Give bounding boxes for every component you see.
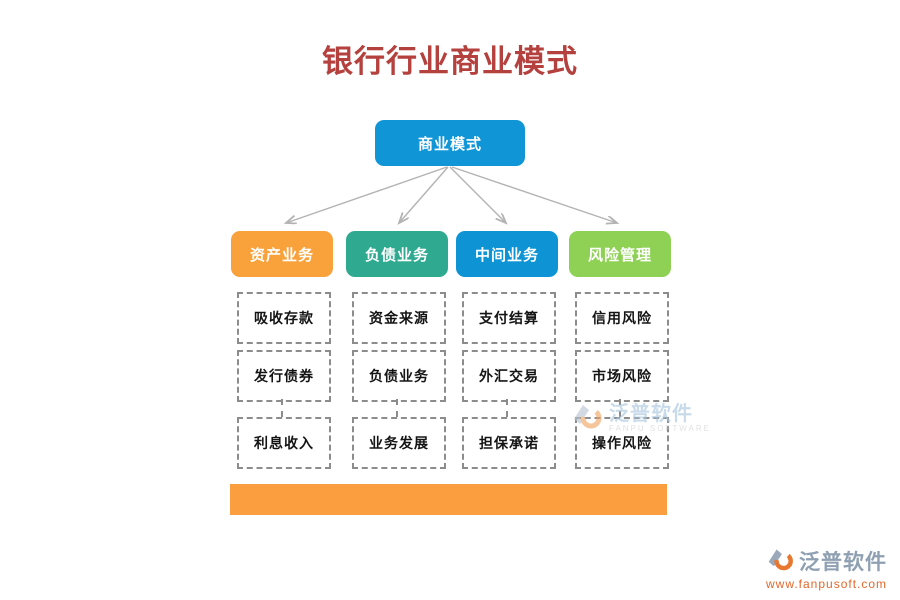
leaf-node: 利息收入	[237, 417, 331, 469]
page-title: 银行行业商业模式	[322, 44, 578, 79]
leaf-node: 信用风险	[575, 292, 669, 344]
branch-node-intermediary: 中间业务	[456, 231, 558, 277]
fanpu-logo-icon	[768, 549, 793, 571]
branch-node-assets: 资产业务	[231, 231, 333, 277]
dashed-connector	[281, 399, 283, 417]
watermark-corner: 泛普软件 www.fanpusoft.com	[766, 546, 887, 591]
leaf-node: 外汇交易	[462, 350, 556, 402]
root-node: 商业模式	[375, 120, 525, 166]
leaf-node: 资金来源	[352, 292, 446, 344]
leaf-node: 操作风险	[575, 417, 669, 469]
watermark-brand: 泛普软件	[799, 551, 887, 574]
watermark-url: www.fanpusoft.com	[766, 577, 888, 591]
leaf-node: 吸收存款	[237, 292, 331, 344]
leaf-node: 市场风险	[575, 350, 669, 402]
leaf-node: 业务发展	[352, 417, 446, 469]
leaf-node: 负债业务	[352, 350, 446, 402]
dashed-connector	[619, 399, 621, 417]
leaf-node: 支付结算	[462, 292, 556, 344]
dashed-connector	[506, 399, 508, 417]
branch-node-liabilities: 负债业务	[346, 231, 448, 277]
leaf-node: 发行债券	[237, 350, 331, 402]
branch-node-risk: 风险管理	[569, 231, 671, 277]
dashed-connector	[396, 399, 398, 417]
footer-accent-bar	[230, 484, 667, 515]
leaf-node: 担保承诺	[462, 417, 556, 469]
